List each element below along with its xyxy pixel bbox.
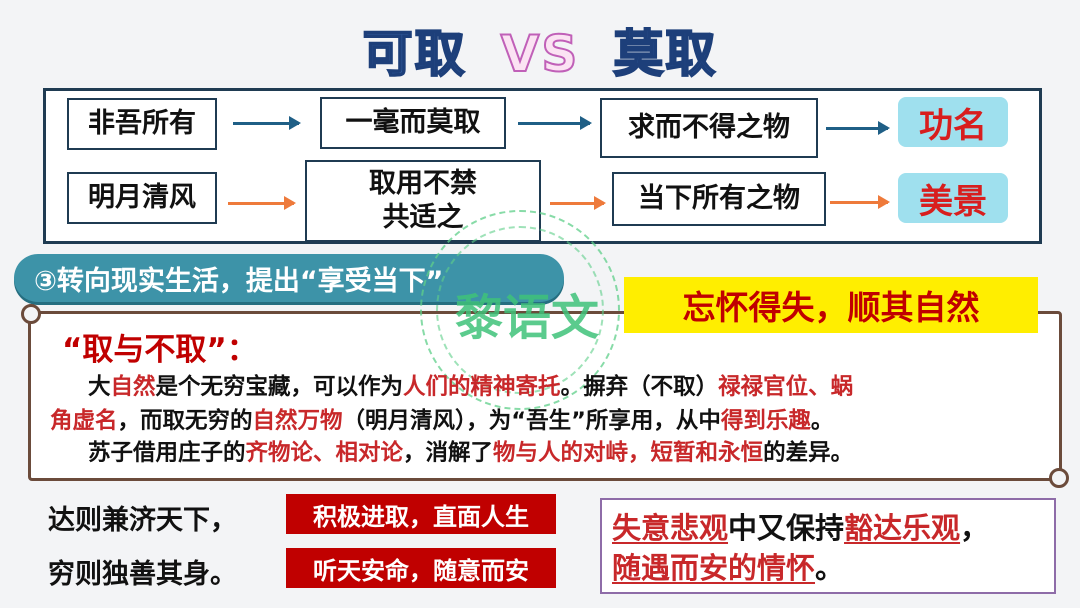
result-fame: 功名 <box>898 97 1008 147</box>
text-span: 是个无穷宝藏，可以作为 <box>155 374 404 400</box>
flow-box-row1-a: 非吾所有 <box>67 98 217 150</box>
conclusion-emphasis: 失意悲观 <box>612 511 729 545</box>
conclusion-emphasis: 豁达乐观 <box>844 511 961 545</box>
flow-box-row2-b: 取用不禁 共适之 <box>305 160 541 242</box>
text-span: 的差异。 <box>763 440 854 466</box>
conclusion-emphasis: 随遇而安的情怀 <box>612 551 816 585</box>
text-span: 苏子借用庄子的 <box>88 440 246 466</box>
emphasis-span: 得到乐趣 <box>720 408 811 434</box>
arrow-icon <box>228 196 296 210</box>
watermark-seal-icon <box>420 210 620 410</box>
result-scenery: 美景 <box>898 173 1008 223</box>
paragraph-line-3: 苏子借用庄子的齐物论、相对论，消解了物与人的对峙，短暂和永恒的差异。 <box>88 436 1048 470</box>
title-part1: 可取 <box>362 24 467 84</box>
conclusion-text: 。 <box>815 551 845 585</box>
saying-line-2: 穷则独善其身。 <box>48 559 237 590</box>
flow-box-row1-b: 一毫而莫取 <box>320 97 506 149</box>
conclusion-box: 失意悲观中又保持豁达乐观， 随遇而安的情怀。 <box>600 498 1056 594</box>
flow-box-row1-c: 求而不得之物 <box>600 98 818 158</box>
title-part2: 莫取 <box>612 24 718 84</box>
text-span: ，消解了 <box>403 440 494 466</box>
watermark-text: 黎语文 <box>455 290 600 346</box>
arrow-icon <box>826 121 890 135</box>
text-span: 。 <box>810 408 834 434</box>
quote-title: “取与不取”： <box>62 332 258 368</box>
key-highlight: 忘怀得失，顺其自然 <box>624 277 1038 333</box>
conclusion-text: ， <box>960 511 990 545</box>
emphasis-span: 角虚名 <box>50 408 118 434</box>
title-vs: VS <box>500 24 580 84</box>
conclusion-text: 中又保持 <box>728 511 845 545</box>
arrow-icon <box>233 116 301 130</box>
watermark-seal-inner <box>436 226 604 394</box>
emphasis-span: 齐物论、相对论 <box>245 440 404 466</box>
emphasis-span: 自然 <box>110 374 156 400</box>
arrow-icon <box>550 196 606 210</box>
text-span: （明月清风），为“吾生”所享用，从中 <box>342 408 721 434</box>
text-span: 大 <box>88 374 111 400</box>
flow-box-row2-c: 当下所有之物 <box>612 172 826 226</box>
emphasis-span: 物与人的对峙，短暂和永恒 <box>493 440 764 466</box>
emphasis-span: 人们的精神寄托 <box>403 374 561 400</box>
flow-box-row2-a: 明月清风 <box>67 172 217 224</box>
saying-tag-1: 积极进取，直面人生 <box>286 494 556 534</box>
flow-box-row2-b-line2: 共适之 <box>382 202 464 233</box>
text-span: 。摒弃（不取） <box>560 374 719 400</box>
slide-title: 可取 VS 莫取 <box>0 14 1080 86</box>
arrow-icon <box>518 116 592 130</box>
flow-box-row2-b-line1: 取用不禁 <box>369 168 477 200</box>
arrow-icon <box>830 195 890 209</box>
emphasis-span: 自然万物 <box>252 408 343 434</box>
saying-tag-2: 听天安命，随意而安 <box>286 548 556 588</box>
paragraph-line-1: 大自然是个无穷宝藏，可以作为人们的精神寄托。摒弃（不取）禄禄官位、蜗 <box>88 370 1048 404</box>
saying-line-1: 达则兼济天下， <box>48 505 237 536</box>
text-span: ，而取无穷的 <box>117 408 253 434</box>
emphasis-span: 禄禄官位、蜗 <box>718 374 854 400</box>
paragraph-line-2: 角虚名，而取无穷的自然万物（明月清风），为“吾生”所享用，从中得到乐趣。 <box>50 404 1050 438</box>
